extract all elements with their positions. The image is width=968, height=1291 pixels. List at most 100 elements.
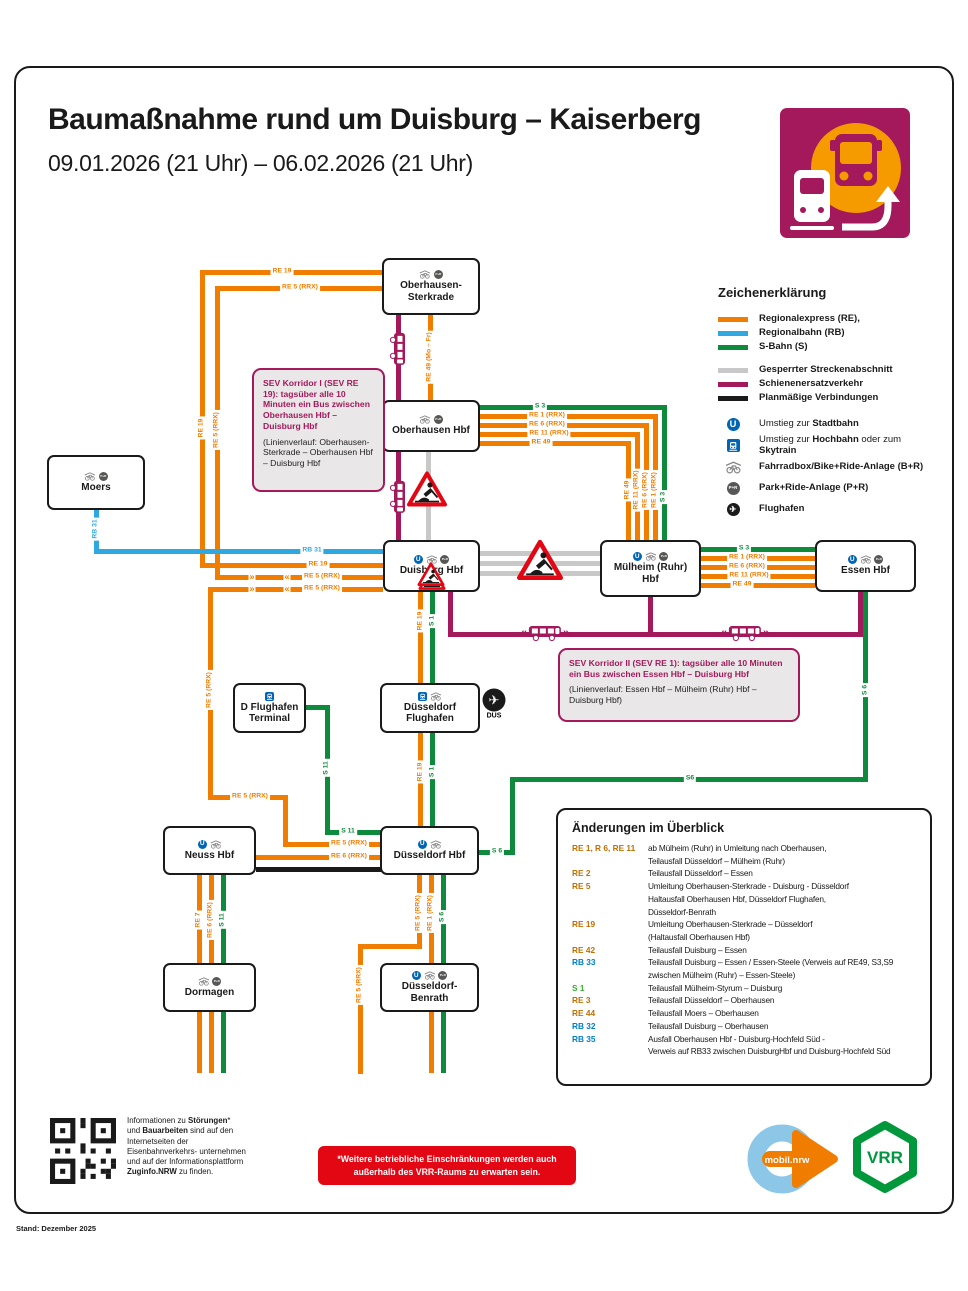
line-re6-neuss-h: [256, 855, 383, 860]
station-name: Düsseldorf Hbf: [393, 849, 466, 861]
airport-marker: ✈DUS: [482, 688, 506, 720]
line-label: S 11: [322, 759, 332, 777]
line-label: RE 1 (RRX): [426, 893, 436, 933]
change-description: Teilausfall Düsseldorf – Oberhausen: [648, 995, 775, 1006]
sev-box-body: (Linienverlauf: Oberhausen-Sterkrade – O…: [263, 436, 373, 469]
station-icons: P+R: [84, 471, 108, 481]
station-icons: U P+R: [632, 552, 669, 562]
change-line-label: RB 33: [572, 957, 596, 968]
warning-line: *Weitere betriebliche Einschränkungen we…: [337, 1154, 557, 1165]
station-duesseldorf-flughafen: Düsseldorf Flughafen: [380, 683, 480, 733]
line-label: S 11: [218, 911, 228, 929]
line-label: RE 11 (RRX): [527, 429, 571, 439]
line-label: S 6: [489, 847, 505, 857]
change-row: RB 33 Teilausfall Duisburg – Essen / Esse…: [572, 956, 916, 981]
line-re19-du-h: [200, 563, 383, 568]
line-re1-oh-mh-h: [479, 414, 658, 419]
change-line-label: RB 35: [572, 1033, 596, 1044]
park-and-ride-icon: P+R: [98, 471, 108, 481]
sev-bus-icon: « »: [521, 624, 569, 642]
bus-chevron-left: «: [720, 626, 727, 639]
line-re5-bypass-v2: [283, 795, 288, 847]
stadtbahn-u-icon: U: [726, 418, 740, 431]
line-sev2-h: [448, 632, 863, 637]
change-line-label: RE 5: [572, 881, 591, 892]
bike-and-ride-icon: [424, 971, 436, 980]
line-label: RE 19: [270, 267, 294, 277]
line-label: S6: [683, 774, 697, 784]
change-line-label: RE 44: [572, 1008, 596, 1019]
line-re5a-du-h: [215, 575, 383, 580]
stadtbahn-u-icon: U: [417, 839, 427, 849]
legend-rb-bar: [718, 330, 748, 336]
change-description: Teilausfall Duisburg – Essen: [648, 944, 747, 955]
legend-label: Schienenersatzverkehr: [759, 377, 864, 389]
line-label: RE 1 (RRX): [650, 470, 660, 510]
change-description: Teilausfall Duisburg – Essen / Essen-Ste…: [648, 957, 894, 981]
station-icons: P+R: [419, 270, 443, 280]
sev-bus-icon: « »: [389, 325, 407, 373]
legend-icon: ✈: [718, 502, 748, 516]
line-label: RE 49: [529, 438, 553, 448]
line-label: RE 7: [194, 910, 204, 930]
line-label: RE 5 (RRX): [355, 965, 365, 1005]
station-icons: U: [197, 839, 222, 849]
hochbahn-skytrain-icon: [418, 691, 428, 701]
line-label: RE 19: [416, 760, 426, 784]
change-description: Teilausfall Mülheim-Styrum – Duisburg: [648, 982, 783, 993]
line-label: RE 5 (RRX): [230, 792, 270, 802]
line-label: RE 5 (RRX): [212, 410, 222, 450]
line-re5-south-h: [358, 944, 422, 949]
change-line-label: RB 32: [572, 1020, 596, 1031]
legend-title: Zeichenerklärung: [718, 285, 827, 300]
station-name: Neuss Hbf: [184, 849, 235, 861]
line-label: RE 6 (RRX): [527, 420, 567, 430]
line-label: RE 11 (RRX): [632, 468, 642, 512]
legend-label: Regionalbahn (RB): [759, 326, 845, 338]
legend-icon: U: [718, 418, 748, 431]
station-icons: [265, 691, 274, 701]
change-description: Teilausfall Moers – Oberhausen: [648, 1008, 759, 1019]
station-duesseldorf-hbf: U Düsseldorf Hbf: [380, 826, 479, 875]
legend-item: Planmäßige Verbindungen: [718, 391, 938, 405]
change-row: RE 44 Teilausfall Moers – Oberhausen: [572, 1007, 916, 1020]
bike-and-ride-icon: [198, 977, 210, 986]
mobil-nrw-logo: mobil.nrw: [747, 1124, 838, 1194]
bus-chevron-right: »: [392, 367, 405, 374]
station-icons: U: [417, 839, 442, 849]
line-label: S 3: [532, 402, 548, 412]
direction-chevron: »: [248, 571, 256, 582]
line-label: RE 6 (RRX): [727, 562, 767, 572]
legend-icon: P+R: [718, 481, 748, 495]
change-description: Teilausfall Düsseldorf – Essen: [648, 868, 753, 879]
stadtbahn-u-icon: U: [411, 971, 421, 981]
date-range: 09.01.2026 (21 Uhr) – 06.02.2026 (21 Uhr…: [48, 150, 473, 176]
line-label: RE 19: [306, 560, 330, 570]
line-label: RE 5 (RRX): [329, 839, 369, 849]
change-line-label: S 1: [572, 982, 585, 993]
line-label: RE 11 (RRX): [727, 571, 771, 581]
line-label: RE 1 (RRX): [727, 553, 767, 563]
change-line-label: RE 19: [572, 919, 596, 930]
bus-chevron-left: «: [392, 472, 405, 479]
legend-label: Fahrradbox/Bike+Ride-Anlage (B+R): [759, 460, 924, 472]
line-label: S 3: [736, 544, 752, 554]
station-icons: U P+R: [413, 555, 450, 565]
park-and-ride-icon: P+R: [726, 481, 740, 495]
legend-plan-bar: [718, 395, 748, 401]
bike-and-ride-icon: [645, 552, 657, 561]
line-s3-oh-mh-h: [479, 405, 667, 410]
line-label: RE 19: [197, 416, 207, 440]
bus-chevron-left: «: [520, 626, 527, 639]
line-s3-mh-e-h: [700, 547, 815, 552]
direction-chevron: «: [283, 583, 291, 594]
bike-and-ride-icon: [426, 555, 438, 565]
line-label: S 6: [438, 909, 448, 925]
